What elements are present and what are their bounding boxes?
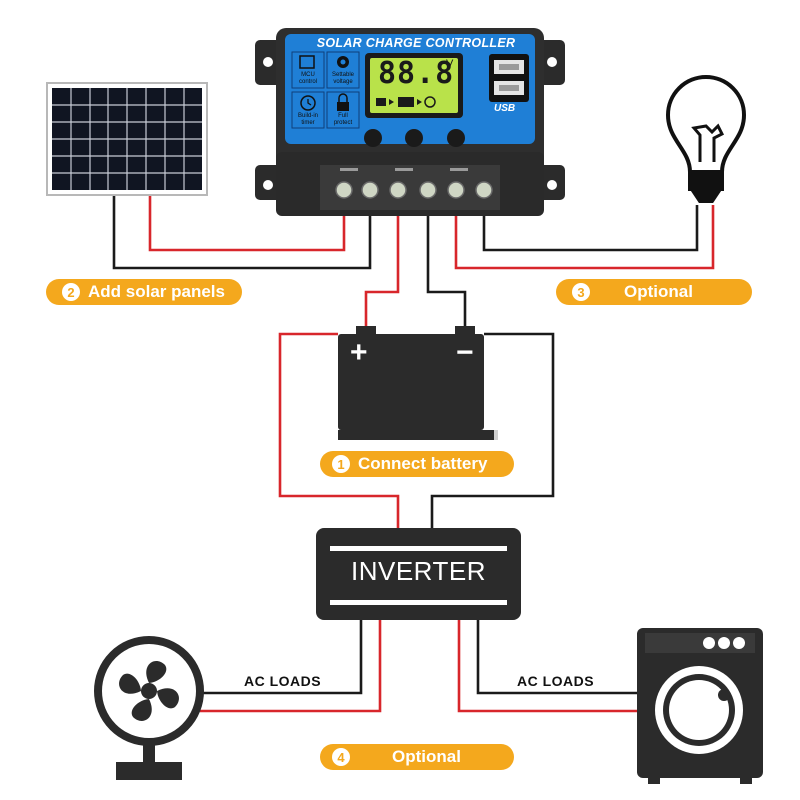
inverter [316, 528, 521, 620]
inverter-wire-black [430, 332, 555, 528]
inverter-label: INVERTER [351, 556, 486, 586]
battery-wire-black [426, 210, 467, 328]
solar-wire-black [112, 192, 372, 270]
lcd-display-value: 88.8 [378, 56, 455, 91]
fan-wire-red [200, 620, 382, 713]
up-button[interactable] [405, 129, 423, 147]
washer-wire-black [476, 620, 637, 695]
charge-controller [255, 28, 565, 216]
solar-panel [46, 82, 208, 196]
ac-loads-label-left: AC LOADS [244, 673, 322, 689]
step-optional-top: 3 Optional [556, 279, 752, 305]
step-number-2: 2 [62, 283, 80, 301]
menu-button[interactable] [364, 129, 382, 147]
step-connect-battery: 1 Connect battery [320, 451, 514, 477]
step-label-solar: Add solar panels [88, 282, 225, 301]
usb-label: USB [494, 103, 516, 114]
wires [112, 192, 715, 713]
step-number-4: 4 [332, 748, 350, 766]
battery-plus-sign: + [350, 336, 368, 369]
mcu-icon [299, 55, 315, 69]
step-label-optional-bottom: Optional [392, 747, 461, 766]
bulb-wire-black [482, 205, 699, 252]
solar-wire-red [148, 192, 346, 252]
battery-wire-red [364, 210, 400, 328]
lock-icon [337, 93, 349, 111]
step-label-battery: Connect battery [358, 454, 488, 473]
step-number-1: 1 [332, 455, 350, 473]
step-add-solar-panels: 2 Add solar panels [46, 279, 242, 305]
settings-icon [337, 56, 349, 68]
lcd-status-glyphs [376, 96, 436, 108]
terminal-screws [335, 181, 493, 199]
lcd-display-unit: V [446, 58, 454, 70]
light-bulb-icon [665, 75, 747, 203]
inverter-wire-red [278, 332, 400, 528]
fan-icon [94, 636, 204, 780]
ac-loads-label-right: AC LOADS [517, 673, 595, 689]
washer-wire-red [457, 620, 637, 713]
battery-minus-sign: − [456, 336, 474, 369]
fan-wire-black [200, 620, 363, 695]
timer-icon [300, 95, 316, 111]
controller-title: SOLAR CHARGE CONTROLLER [316, 36, 516, 50]
bulb-wire-red [454, 205, 715, 270]
down-button[interactable] [447, 129, 465, 147]
step-label-optional-top: Optional [624, 282, 693, 301]
step-number-3: 3 [572, 283, 590, 301]
battery [338, 326, 498, 440]
washing-machine-icon [637, 628, 763, 784]
step-optional-bottom: 4 Optional [320, 744, 514, 770]
